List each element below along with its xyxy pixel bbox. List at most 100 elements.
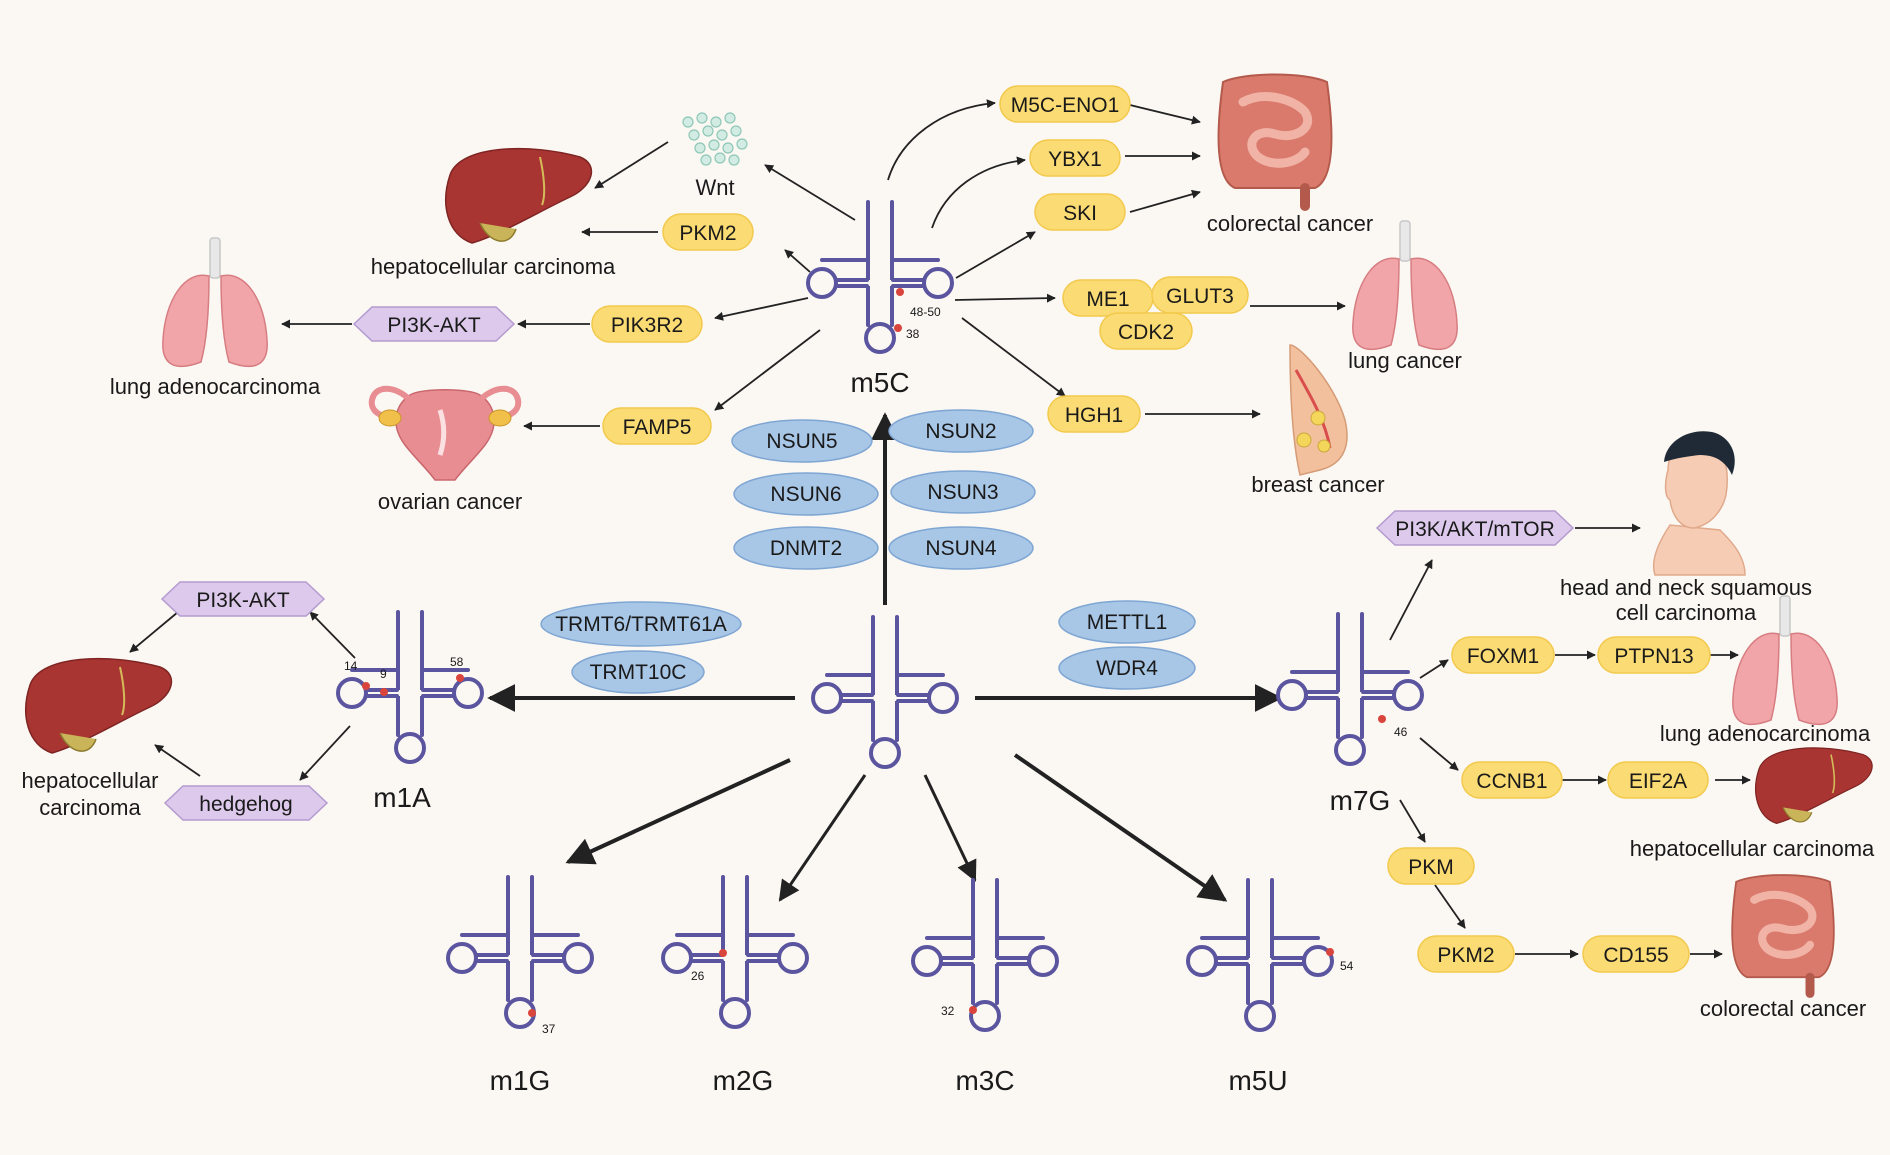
m3c-label: m3C <box>955 1065 1014 1096</box>
head-icon <box>1653 431 1746 576</box>
colon-icon-top <box>1219 75 1332 207</box>
trna-m1g: 37 <box>446 875 594 1036</box>
colorectal-top-label: colorectal cancer <box>1207 211 1373 236</box>
m5u-site-54: 54 <box>1340 959 1354 973</box>
m3c-site-32: 32 <box>941 1004 955 1018</box>
lung-icon-right <box>1352 220 1458 351</box>
hex-pi3k-akt-m1a: PI3K-AKT <box>160 581 326 617</box>
hnscc-label-1: head and neck squamous <box>1560 575 1812 600</box>
m5c-site-48-50: 48-50 <box>910 305 941 319</box>
m1a-site-9: 9 <box>380 667 387 681</box>
wnt-label: Wnt <box>695 175 734 200</box>
svg-text:SKI: SKI <box>1063 202 1097 225</box>
svg-text:PKM2: PKM2 <box>1437 944 1494 967</box>
lung-adeno-right-label: lung adenocarcinoma <box>1660 721 1871 746</box>
lung-cancer-label: lung cancer <box>1348 348 1462 373</box>
hex-pi3k-akt-m5c: PI3K-AKT <box>352 306 516 342</box>
svg-text:NSUN6: NSUN6 <box>770 483 841 506</box>
breast-icon <box>1289 344 1348 476</box>
enzyme-mettl1: METTL1 <box>1058 600 1196 644</box>
m1a-label: m1A <box>373 782 431 813</box>
svg-text:PKM: PKM <box>1408 856 1454 879</box>
m5c-site-38: 38 <box>906 327 920 341</box>
pill-ski: SKI <box>1034 193 1126 231</box>
hcc-top-label: hepatocellular carcinoma <box>371 254 616 279</box>
m7g-label: m7G <box>1330 785 1391 816</box>
colon-icon-bottom <box>1732 875 1834 993</box>
m1a-enzymes: TRMT6/TRMT61A TRMT10C <box>540 601 742 694</box>
wnt-icon <box>682 112 748 166</box>
svg-text:WDR4: WDR4 <box>1096 657 1158 680</box>
pill-cdk2: CDK2 <box>1099 312 1193 350</box>
svg-text:CD155: CD155 <box>1603 944 1668 967</box>
pill-m5c-eno1: M5C-ENO1 <box>999 85 1131 123</box>
liver-icon-left <box>24 657 173 754</box>
m5c-enzymes: NSUN5 NSUN2 NSUN6 NSUN3 DNMT2 NSUN4 <box>731 409 1036 570</box>
svg-text:NSUN4: NSUN4 <box>925 537 997 560</box>
enzyme-nsun2: NSUN2 <box>888 409 1034 453</box>
enzyme-nsun6: NSUN6 <box>733 472 879 516</box>
hcc-left-label-2: carcinoma <box>39 795 141 820</box>
trna-m2g: 26 <box>661 875 809 1029</box>
pill-famp5: FAMP5 <box>602 407 712 445</box>
trna-m3c: 32 <box>911 878 1059 1032</box>
pill-eif2a: EIF2A <box>1607 761 1709 799</box>
trna-m1a: 14 9 58 <box>336 610 484 764</box>
pill-pik3r2: PIK3R2 <box>591 305 703 343</box>
m1g-label: m1G <box>490 1065 551 1096</box>
pill-me1: ME1 <box>1062 279 1154 317</box>
m7g-site-46: 46 <box>1394 725 1408 739</box>
svg-text:PI3K-AKT: PI3K-AKT <box>387 314 481 337</box>
enzyme-trmt10c: TRMT10C <box>571 650 705 694</box>
pill-foxm1: FOXM1 <box>1451 636 1555 674</box>
hex-hedgehog: hedgehog <box>163 785 329 821</box>
svg-text:DNMT2: DNMT2 <box>770 537 842 560</box>
trna-m5u: 54 <box>1186 878 1354 1032</box>
svg-text:hedgehog: hedgehog <box>199 793 292 816</box>
svg-text:NSUN2: NSUN2 <box>925 420 996 443</box>
hnscc-label-2: cell carcinoma <box>1616 600 1757 625</box>
svg-text:NSUN3: NSUN3 <box>927 481 998 504</box>
enzyme-nsun3: NSUN3 <box>890 470 1036 514</box>
liver-icon-top <box>444 147 593 245</box>
svg-text:METTL1: METTL1 <box>1087 611 1168 634</box>
pill-ccnb1: CCNB1 <box>1461 761 1563 799</box>
svg-text:YBX1: YBX1 <box>1048 148 1102 171</box>
enzyme-nsun5: NSUN5 <box>731 419 873 463</box>
enzyme-trmt6-trmt61a: TRMT6/TRMT61A <box>540 601 742 647</box>
svg-text:M5C-ENO1: M5C-ENO1 <box>1011 94 1120 117</box>
trna-m7g: 46 <box>1276 612 1424 766</box>
lung-icon-top-left <box>162 237 268 368</box>
arrows <box>129 99 1751 959</box>
lung-adeno-top-label: lung adenocarcinoma <box>110 374 321 399</box>
m5c-label: m5C <box>850 367 909 398</box>
svg-text:CDK2: CDK2 <box>1118 321 1174 344</box>
svg-text:NSUN5: NSUN5 <box>766 430 837 453</box>
ovary-icon <box>368 385 522 481</box>
svg-text:PTPN13: PTPN13 <box>1614 645 1693 668</box>
m7g-enzymes: METTL1 WDR4 <box>1058 600 1196 690</box>
svg-text:ME1: ME1 <box>1086 288 1129 311</box>
svg-text:TRMT10C: TRMT10C <box>590 661 687 684</box>
enzyme-wdr4: WDR4 <box>1058 646 1196 690</box>
pill-pkm2-m5c: PKM2 <box>662 213 754 251</box>
pill-pkm: PKM <box>1387 847 1475 885</box>
pill-pkm2-m7g: PKM2 <box>1417 935 1515 973</box>
breast-label: breast cancer <box>1251 472 1384 497</box>
pill-ptpn13: PTPN13 <box>1597 636 1711 674</box>
liver-icon-right <box>1754 747 1873 825</box>
m1a-site-14: 14 <box>344 659 358 673</box>
svg-text:FAMP5: FAMP5 <box>623 416 692 439</box>
hex-pi3k-akt-mtor: PI3K/AKT/mTOR <box>1375 510 1575 546</box>
ovarian-label: ovarian cancer <box>378 489 522 514</box>
svg-text:EIF2A: EIF2A <box>1629 770 1687 793</box>
m1a-site-58: 58 <box>450 655 464 669</box>
m1g-site-37: 37 <box>542 1022 556 1036</box>
svg-text:PI3K/AKT/mTOR: PI3K/AKT/mTOR <box>1395 518 1554 541</box>
trna-center <box>811 615 959 769</box>
m2g-label: m2G <box>713 1065 774 1096</box>
svg-text:PKM2: PKM2 <box>679 222 736 245</box>
svg-text:GLUT3: GLUT3 <box>1166 285 1234 308</box>
pill-glut3: GLUT3 <box>1151 276 1249 314</box>
pill-ybx1: YBX1 <box>1029 139 1121 177</box>
